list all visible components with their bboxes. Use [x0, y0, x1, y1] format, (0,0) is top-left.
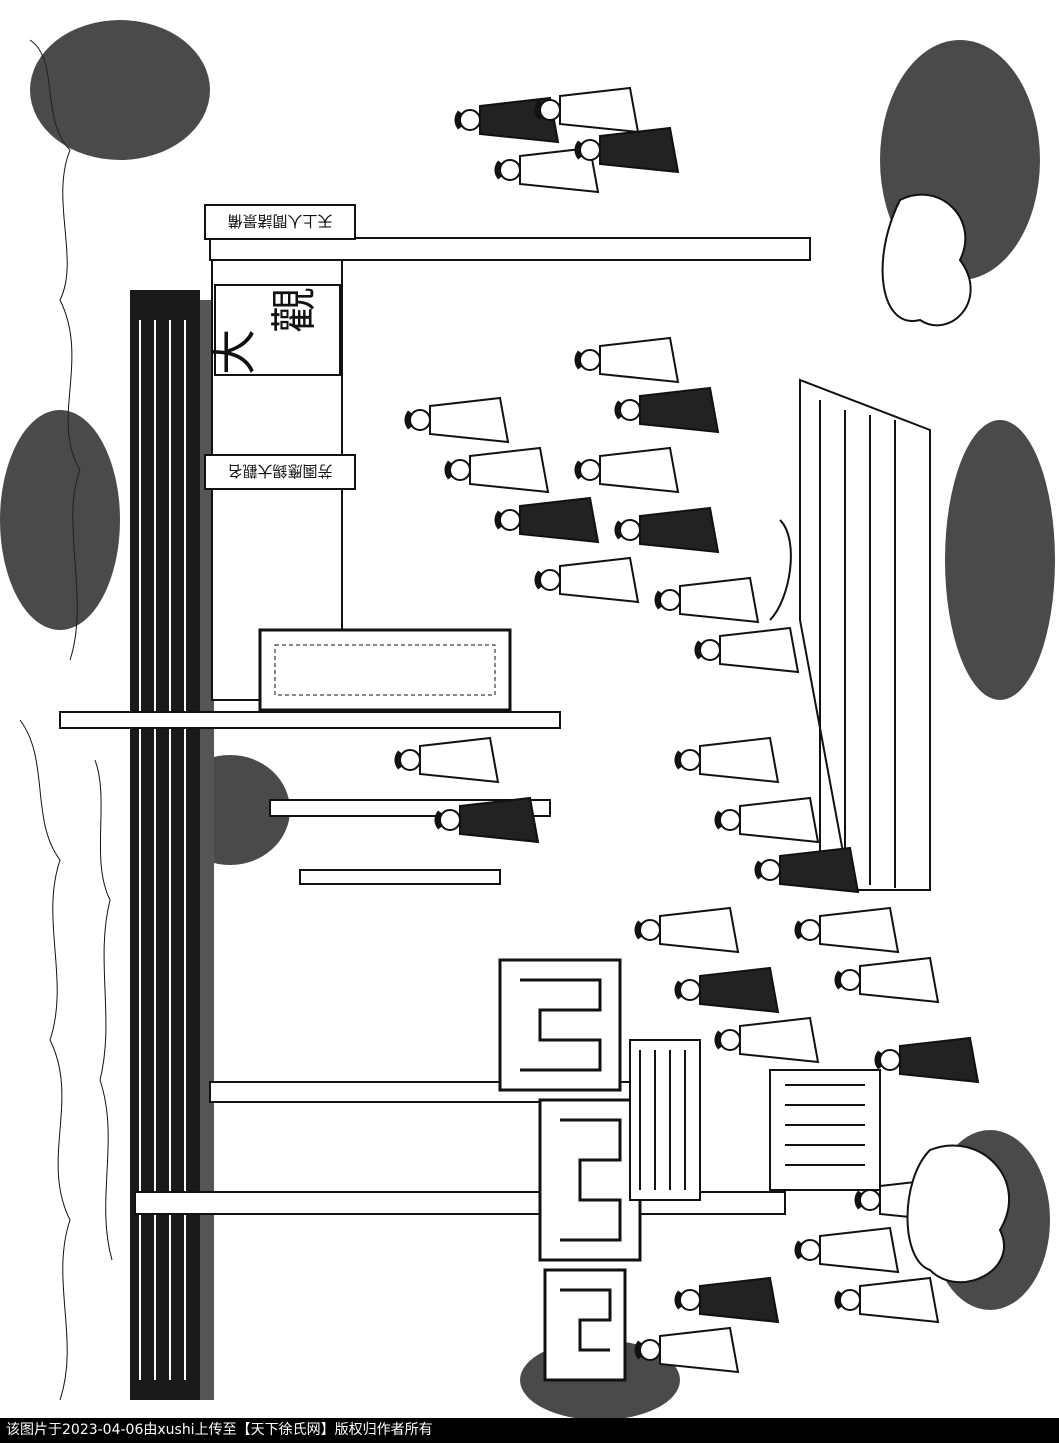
- figure-person: [394, 736, 500, 784]
- figure-person: [444, 446, 550, 494]
- figure-person: [614, 386, 720, 434]
- roof-eaves: [130, 290, 214, 1400]
- couplet-boards: 天上人間諸景備 芳園應錫大觀名: [204, 204, 356, 490]
- garden-rocks: [769, 193, 1011, 1284]
- figure-person: [634, 1326, 740, 1374]
- couplet-left: 天上人間諸景備: [227, 212, 332, 230]
- figure-person: [574, 446, 680, 494]
- watermark-caption: 该图片于2023-04-06由xushi上传至【天下徐氏网】版权归作者所有: [0, 1418, 1059, 1443]
- figure-person: [654, 576, 760, 624]
- figure-person: [494, 496, 600, 544]
- figure-person: [714, 1016, 820, 1064]
- figure-person: [674, 966, 780, 1014]
- hall-plaque: 大 觀: [207, 284, 341, 376]
- figure-person: [614, 506, 720, 554]
- figure-person: [534, 556, 640, 604]
- figure-person: [574, 126, 680, 174]
- stone-terrace: [799, 378, 931, 891]
- figure-person: [674, 1276, 780, 1324]
- pavilion-structures: [629, 1039, 881, 1201]
- figure-person: [634, 906, 740, 954]
- figure-person: [404, 396, 510, 444]
- figure-person: [874, 1036, 980, 1084]
- plaque-char-2: 觀: [267, 287, 321, 333]
- courtyard-figures: [394, 86, 980, 1374]
- figure-person: [834, 956, 940, 1004]
- figure-person: [794, 1226, 900, 1274]
- figure-person: [694, 626, 800, 674]
- figure-person: [674, 736, 780, 784]
- figure-person: [434, 796, 540, 844]
- figure-person: [574, 336, 680, 384]
- couplet-right: 芳園應錫大觀名: [227, 462, 332, 480]
- lattice-railing: [498, 958, 642, 1382]
- figure-person: [754, 846, 860, 894]
- figure-person: [794, 906, 900, 954]
- figure-person: [714, 796, 820, 844]
- plaque-char-1: 大: [207, 329, 261, 375]
- figure-person: [834, 1276, 940, 1324]
